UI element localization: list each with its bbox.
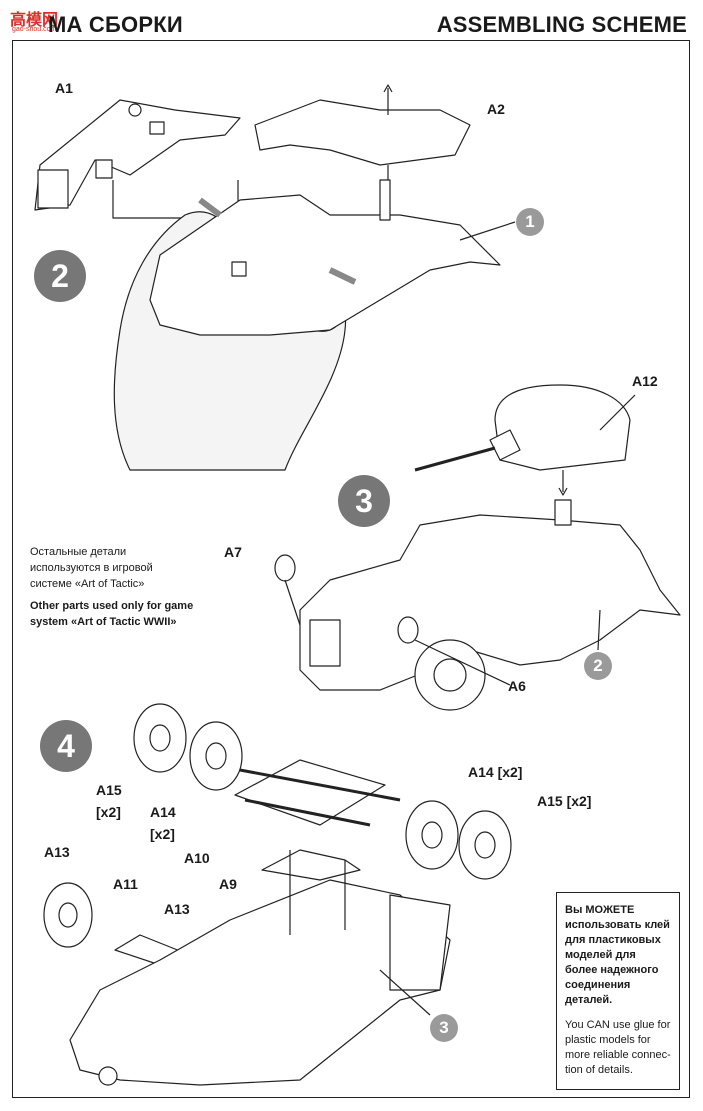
title-en: ASSEMBLING SCHEME (436, 12, 687, 37)
ref-2-badge: 2 (584, 652, 612, 680)
label-a13-left: A13 (44, 844, 70, 860)
ref-1-badge: 1 (516, 208, 544, 236)
step-4-badge: 4 (40, 720, 92, 772)
chassis-step1-drawing (149, 194, 501, 336)
logo-url: gao-shou.com (12, 26, 57, 33)
label-a12: A12 (632, 373, 658, 389)
label-a10: A10 (184, 850, 210, 866)
note-en: Other parts used only for game system «A… (30, 600, 194, 628)
label-a7: A7 (224, 544, 242, 560)
label-a15-left-qty: [x2] (96, 804, 121, 820)
label-a11: A11 (113, 876, 138, 892)
glue-note-ru: Вы МОЖЕТЕ использовать клей для пластико… (565, 904, 670, 1006)
glue-note-en: You CAN use glue for plastic models for … (565, 1019, 671, 1076)
watermark-logo: 高模网 gao-shou.com (8, 6, 68, 34)
note-ru: Остальные детали используются в игровой … (30, 546, 153, 590)
label-a1: A1 (55, 80, 73, 96)
step-2-badge: 2 (34, 250, 86, 302)
part-a12-drawing (494, 384, 631, 471)
title-ru: МА СБОРКИ (48, 12, 183, 37)
page-frame (12, 40, 690, 1098)
hull-step3-drawing (299, 514, 681, 691)
label-a14-right: A14 [x2] (468, 764, 523, 780)
label-a15-right: A15 [x2] (537, 793, 592, 809)
label-a15-left: A15 (96, 782, 122, 798)
logo-text: 高模网 (10, 12, 59, 29)
part-a2-drawing (254, 99, 471, 166)
part-a9-drawing (261, 849, 361, 881)
step-3-badge: 3 (338, 475, 390, 527)
glue-note-box: Вы МОЖЕТЕ использовать клей для пластико… (556, 892, 680, 1090)
label-a2: A2 (487, 101, 505, 117)
label-a9: A9 (219, 876, 237, 892)
label-a14-left: A14 (150, 804, 176, 820)
ref-3-badge: 3 (430, 1014, 458, 1042)
label-a13-mid: A13 (164, 901, 190, 917)
label-a14-left-qty: [x2] (150, 826, 175, 842)
label-a6: A6 (508, 678, 526, 694)
